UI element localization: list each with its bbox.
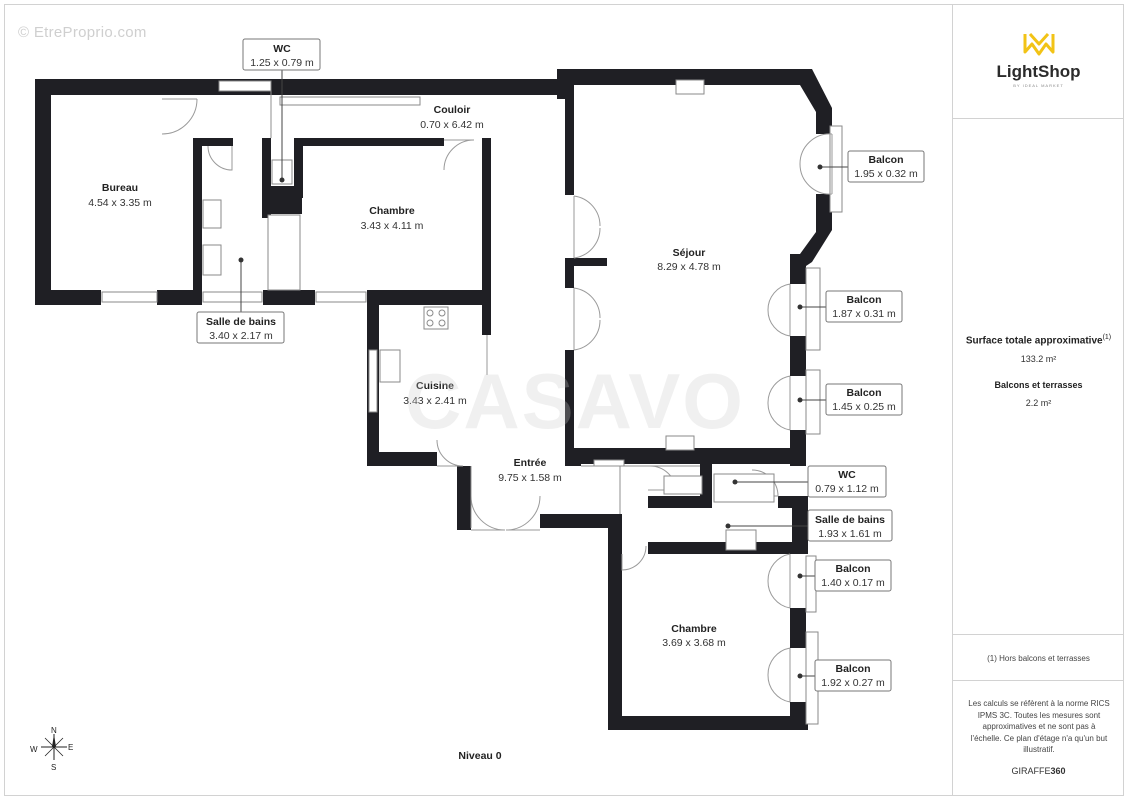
room-dims-chambre2: 3.69 x 3.68 m [662,637,726,649]
brand-a: GIRAFFE [1011,766,1051,776]
leaders [238,70,848,679]
label-boxes [196,38,925,692]
sidebar-divider [953,680,1124,681]
logo-name: LightShop [996,62,1081,81]
room-dims-balcon3: 1.45 x 0.25 m [832,401,896,413]
room-dims-couloir: 0.70 x 6.42 m [420,119,484,131]
sidebar-divider [953,118,1124,119]
room-dims-bureau: 4.54 x 3.35 m [88,197,152,209]
brand-footer: GIRAFFE360 [953,766,1124,776]
room-name-balcon2: Balcon [846,294,881,306]
room-name-couloir: Couloir [434,104,471,116]
room-name-sdb2: Salle de bains [815,514,885,526]
room-name-sdb1: Salle de bains [206,316,276,328]
room-dims-balcon4: 1.40 x 0.17 m [821,577,885,589]
room-dims-balcon2: 1.87 x 0.31 m [832,308,896,320]
doors [161,98,833,703]
room-dims-wc2: 0.79 x 1.12 m [815,483,879,495]
room-dims-chambre1: 3.43 x 4.11 m [361,220,424,232]
balconies-value: 2.2 m² [1025,398,1052,409]
surface-summary: Surface totale approximative(1) 133.2 m²… [953,334,1124,408]
fixtures [202,159,775,551]
room-dims-balcon1: 1.95 x 0.32 m [854,168,918,180]
surface-value: 133.2 m² [1020,354,1057,365]
room-name-bureau: Bureau [102,182,138,194]
surface-title: Surface totale approximative [965,335,1103,347]
compass-w: W [30,745,38,754]
room-dims-balcon5: 1.92 x 0.27 m [821,677,885,689]
lightshop-logo-icon [1023,32,1054,56]
compass-n: N [51,726,57,735]
surface-note-mark: (1) [1102,334,1112,341]
room-name-chambre2: Chambre [671,623,717,635]
sidebar-divider [953,634,1124,635]
windows [101,79,705,467]
logo-sub: BY IDEAL MARKET [1013,83,1064,88]
room-dims-sdb1: 3.40 x 2.17 m [209,330,273,342]
room-dims-entree: 9.75 x 1.58 m [498,472,562,484]
plan-frame [4,4,1124,796]
room-dims-cuisine: 3.43 x 2.41 m [403,395,467,407]
room-dims-wc-top: 1.25 x 0.79 m [250,57,314,69]
level-label: Niveau 0 [458,750,502,762]
room-name-balcon5: Balcon [835,663,870,675]
watermark-center: CASAVO [405,357,745,445]
disclaimer: Les calculs se réfèrent à la norme RICS … [968,699,1110,754]
room-dims-sdb2: 1.93 x 1.61 m [818,528,882,540]
room-name-balcon3: Balcon [846,387,881,399]
room-name-wc2: WC [838,469,856,481]
balconies-title: Balcons et terrasses [994,380,1083,391]
room-name-balcon1: Balcon [868,154,903,166]
room-name-chambre1: Chambre [369,205,415,217]
compass-e: E [68,743,73,752]
walls [35,69,832,730]
room-dims-sejour: 8.29 x 4.78 m [657,261,721,273]
legend-sidebar: LightShop BY IDEAL MARKET Surface totale… [952,4,1124,796]
brand-b: 360 [1050,766,1066,776]
room-name-sejour: Séjour [673,247,706,259]
interior-lines [270,91,700,528]
footnote: (1) Hors balcons et terrasses [987,654,1090,663]
room-name-entree: Entrée [514,457,547,469]
room-name-wc-top: WC [273,43,291,55]
compass-s: S [51,763,56,772]
room-name-balcon4: Balcon [835,563,870,575]
room-labels: WC 1.25 x 0.79 m Couloir 0.70 x 6.42 m B… [88,43,918,689]
compass-icon: N S E W [30,726,73,772]
brand-logo: LightShop BY IDEAL MARKET [953,30,1124,88]
room-name-cuisine: Cuisine [416,380,454,392]
watermark-top: © EtreProprio.com [18,24,147,41]
floor-plan: WC 1.25 x 0.79 m Couloir 0.70 x 6.42 m B… [30,38,925,772]
